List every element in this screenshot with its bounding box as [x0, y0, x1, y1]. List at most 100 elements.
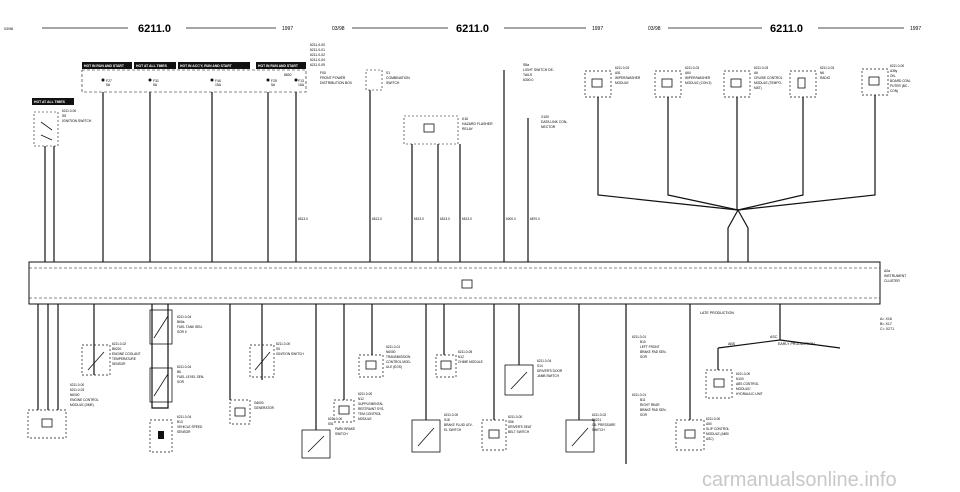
comp-ref: 6211.0-00 [508, 415, 522, 419]
comp-ref: S8a [523, 63, 529, 67]
comp-ref: A50 [706, 422, 712, 426]
header-code: 6211.0 [770, 23, 803, 35]
comp-label: SWITCH [386, 81, 400, 85]
legend-item: B= X17 [880, 322, 892, 326]
comp-label: FUEL LEVEL SEN- [177, 375, 204, 379]
speed-sensor-box [149, 419, 173, 453]
comp-label: MODULE [358, 417, 372, 421]
comp-ref: B11 [640, 398, 646, 402]
comp-label: BELT SWITCH [508, 430, 530, 434]
comp-ref: 6211.0-00 [328, 417, 342, 421]
comp-ref: F00 [320, 71, 326, 75]
wire-code: 6513.0 [414, 217, 424, 221]
banner-box [32, 98, 74, 105]
module-icon [730, 78, 742, 88]
comp-ref: 6211.0-03 [754, 66, 768, 70]
comp-label: MODULE (ABS/ [706, 432, 729, 436]
comp-ref: G6000 [254, 401, 264, 405]
header-date: 03/98 [648, 26, 661, 32]
comp-ref: A51 [615, 71, 621, 75]
comp-label: SOR [640, 355, 648, 359]
engine-control-box [27, 409, 67, 439]
early-production-note: EARLY PRODUCTION [778, 342, 815, 346]
fuse-ref: F27 [106, 79, 112, 83]
lower-lines [37, 304, 841, 464]
comp-label: IGNITION SWITCH [276, 352, 304, 356]
comp-ref: N12 [458, 355, 464, 359]
comp-label: TAILS [523, 73, 533, 77]
banner-text: HOT AT ALL TIMES [136, 64, 168, 68]
fuse-ref: F25 [271, 79, 277, 83]
comp-label: MODULE (CON 3) [685, 81, 711, 85]
comp-label: SWITCH [592, 428, 605, 432]
asc-label: ASC [770, 335, 778, 339]
banner-text: HOT IN ACC'Y, RUN AND START [180, 64, 233, 68]
seat-belt-box [481, 419, 507, 451]
banner-text: HOT IN RUN AND START [258, 64, 299, 68]
comp-label: RADIO [820, 76, 831, 80]
comp-label: NECTOR [541, 125, 556, 129]
banner-box [178, 62, 250, 69]
comp-label: COMBINATION [386, 76, 410, 80]
comp-ref: S56 [508, 420, 514, 424]
comp-label: BRAKE PAD SEN- [640, 350, 667, 354]
comp-label: CON) [890, 89, 898, 93]
production-notes: LATE PRODUCTION ASC ABS EARLY PRODUCTION [700, 311, 815, 346]
banner-text: HOT AT ALL TIMES [34, 100, 66, 104]
header-year: 1997 [910, 26, 921, 32]
park-brake-box [301, 429, 331, 459]
transmission-box [358, 354, 384, 378]
comp-label: WIPER/WASHER [685, 76, 711, 80]
wire-code: 6513.0 [440, 217, 450, 221]
header-code: 6211.0 [138, 23, 171, 35]
hazard-relay-box [403, 115, 459, 145]
comp-ref: B6221 [592, 418, 601, 422]
comp-ref: 6211.0-04 [177, 415, 191, 419]
fuse-sub-code: 8600 [284, 73, 292, 77]
comp-ref: A2a [884, 269, 890, 273]
ref: 6211.0-00 [310, 43, 325, 47]
comp-label: ENGINE COOLANT [112, 352, 141, 356]
comp-label: DATA LINK CON- [541, 120, 567, 124]
comp-label: ENGINE CONTROL [70, 398, 99, 402]
fuse-amp: 5A [271, 83, 276, 87]
comp-ref: 6211.0-03 [685, 66, 699, 70]
comp-ref: S5 [276, 347, 280, 351]
wire-code: 6000.0 [506, 217, 516, 221]
chime-box [435, 354, 457, 378]
cluster-icon [461, 279, 473, 289]
comp-ref: N6000 [386, 350, 396, 354]
comp-ref: 6211.0-01 [632, 393, 646, 397]
abs-box [705, 369, 733, 399]
comp-label: IGNITION SWITCH [62, 119, 92, 123]
oil-pressure-box [565, 419, 595, 453]
combination-switch-box [365, 69, 383, 91]
module-icon [423, 123, 435, 133]
ref: 6211.0-01 [310, 48, 325, 52]
door-jamb-box [504, 364, 534, 396]
comp-ref: A64 [685, 71, 691, 75]
comp-label: SUPPLEMENTAL [358, 402, 383, 406]
comp-label: SOR II [177, 330, 187, 334]
comp-label: SLIP CONTROL [706, 427, 730, 431]
comp-ref: 6300.0 [523, 78, 533, 82]
fuse-amp: 5A [106, 83, 111, 87]
comp-label: FUEL TANK SEN- [177, 325, 203, 329]
fuel-tank-sensor-box [149, 309, 173, 345]
comp-ref: 6211.0-05 [458, 350, 472, 354]
page-header-1: 03/98 6211.0 1997 [4, 23, 293, 35]
comp-ref: 6211.0-03 [70, 388, 84, 392]
lower-labels: 6211.0-00 6211.0-03 N6000 ENGINE CONTROL… [70, 315, 763, 441]
comp-label: DISTRIBUTION BOX [320, 81, 353, 85]
fuse-ref: F13 [298, 79, 304, 83]
comp-label: OIL PRESSURE [592, 423, 615, 427]
comp-ref: S5 [62, 114, 66, 118]
page-header-3: 03/98 6211.0 1997 [648, 23, 921, 35]
comp-label: RESTRAINT SYS- [358, 407, 384, 411]
